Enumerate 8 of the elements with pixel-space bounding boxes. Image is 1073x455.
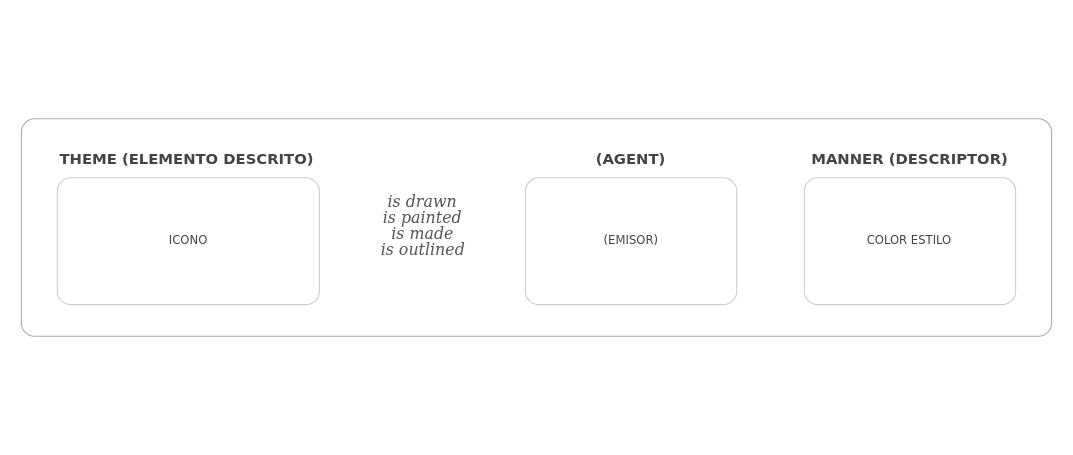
node-label: THEME (ELEMENTO DESCRITO) [59, 150, 314, 168]
label: is drawn is painted is made is outlined [380, 192, 465, 259]
node-box: COLOR ESTILO [803, 177, 1017, 306]
node-box: ICONO [56, 177, 320, 306]
node-label: MANNER (DESCRIPTOR) [811, 150, 1008, 168]
node-label: (AGENT) [595, 150, 666, 168]
cluster [20, 118, 1053, 337]
node-box: (EMISOR) [524, 177, 738, 306]
